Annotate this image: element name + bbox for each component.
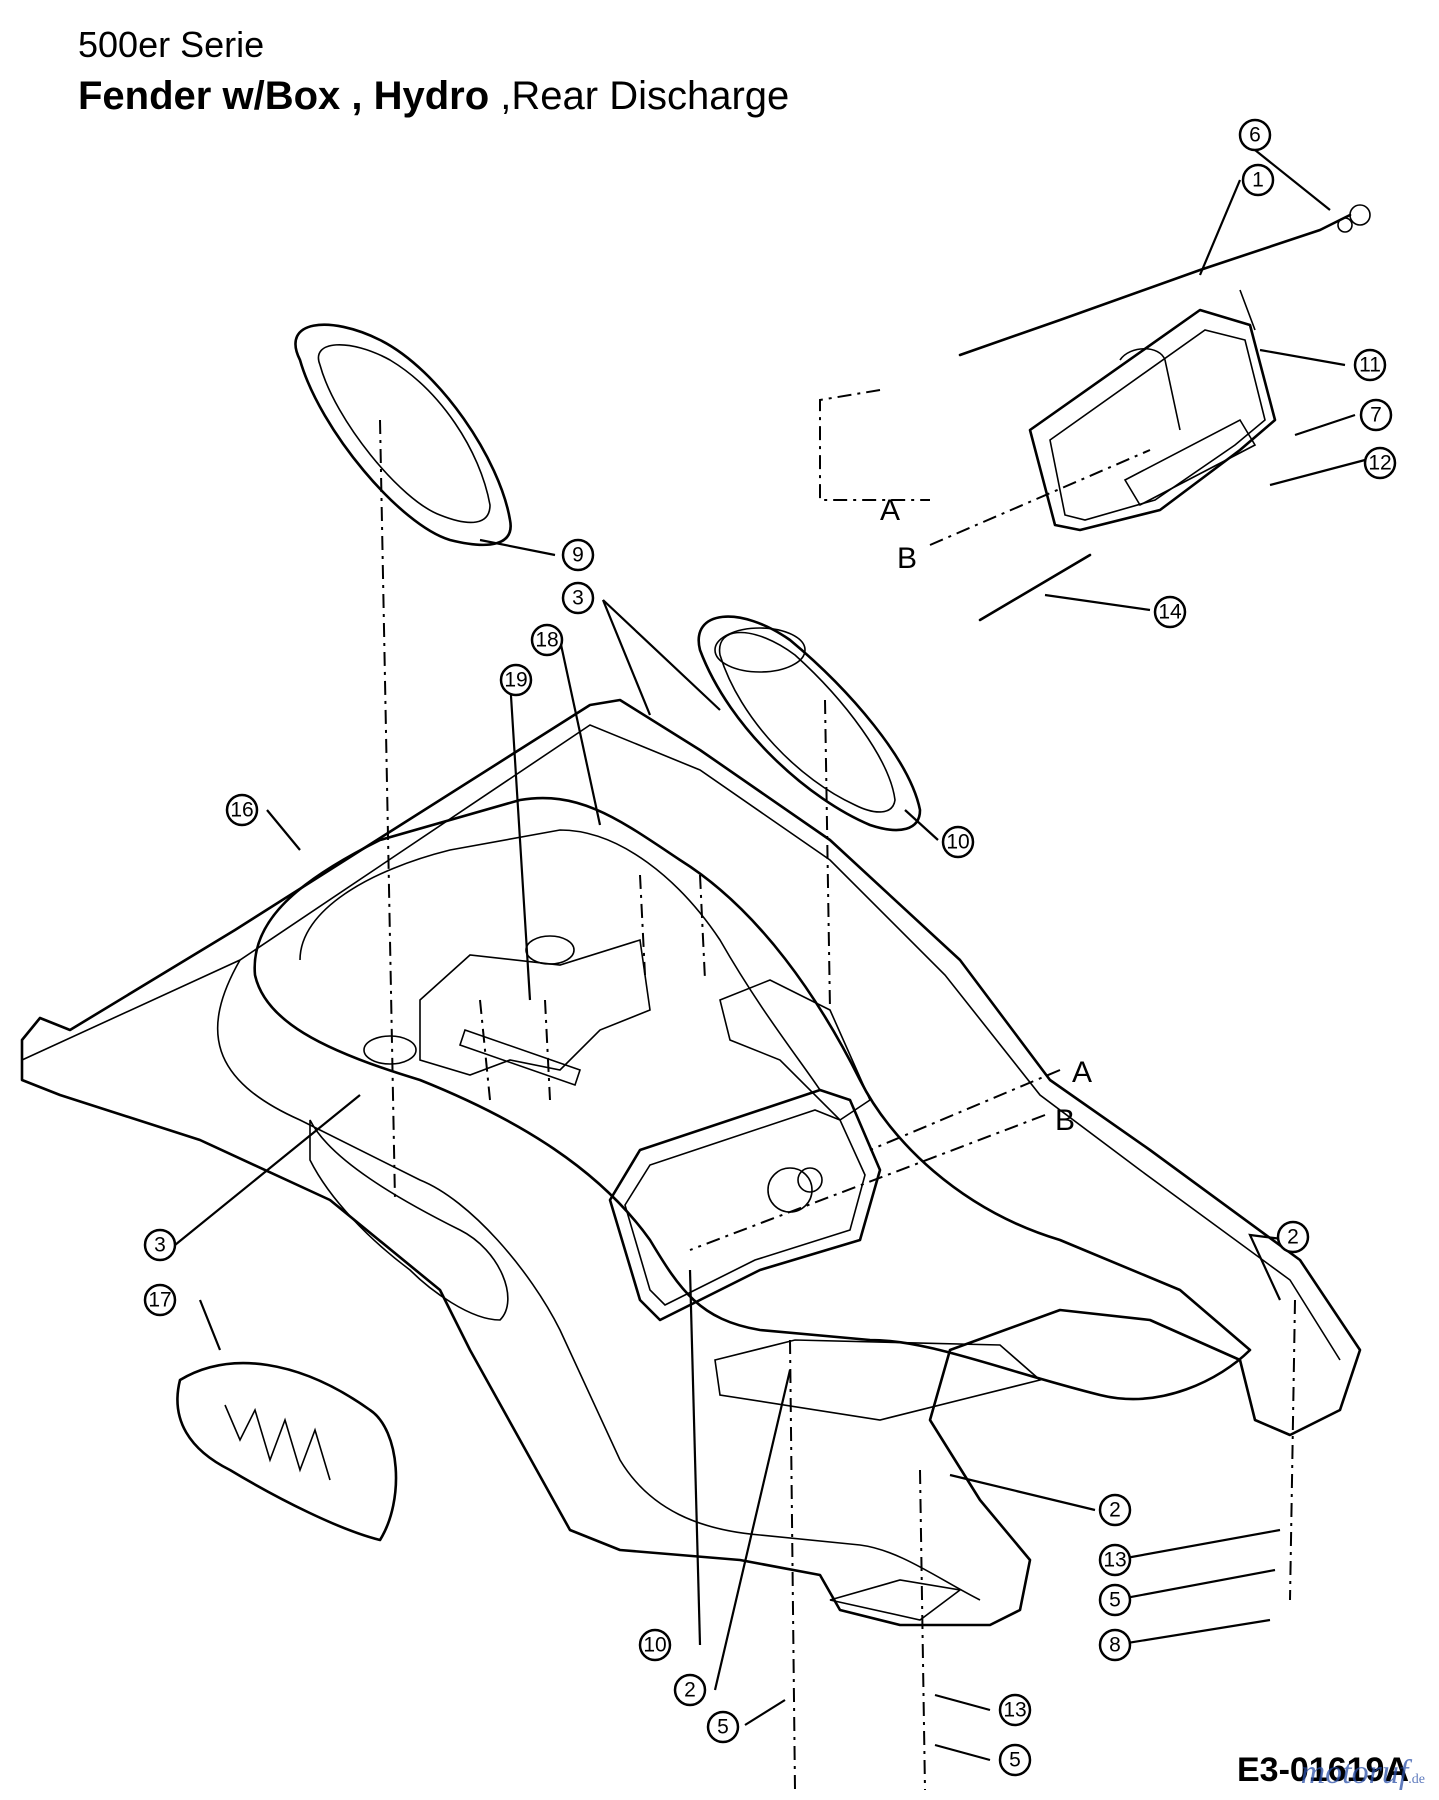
svg-text:3: 3: [572, 587, 584, 610]
svg-text:16: 16: [230, 799, 253, 822]
callout-2-bottom: 2: [673, 1673, 707, 1707]
callout-6: 6: [1238, 118, 1272, 152]
fender-body: [20, 698, 1362, 1627]
title-sub: ,Rear Discharge: [489, 74, 790, 118]
callout-9: 9: [561, 538, 595, 572]
svg-text:12: 12: [1368, 452, 1391, 475]
callout-14-bottom: 13: [998, 1693, 1032, 1727]
ref-b-top: B: [897, 542, 917, 575]
callout-17: 17: [143, 1283, 177, 1317]
ref-b-mid: B: [1055, 1104, 1075, 1137]
callout-19: 19: [499, 663, 533, 697]
callout-3-top: 3: [561, 581, 595, 615]
callout-8: 8: [1098, 1628, 1132, 1662]
svg-text:2: 2: [684, 1679, 696, 1702]
svg-text:2: 2: [1287, 1226, 1299, 1249]
svg-text:14: 14: [1158, 601, 1182, 624]
series-label: 500er Serie: [78, 24, 265, 65]
ref-a-mid: A: [1072, 1056, 1092, 1089]
svg-text:10: 10: [946, 831, 969, 854]
svg-text:5: 5: [717, 1716, 729, 1739]
callout-5-right: 5: [1098, 1583, 1132, 1617]
svg-text:6: 6: [1249, 124, 1261, 147]
diagram-title: Fender w/Box , Hydro ,Rear Discharge: [78, 74, 789, 119]
svg-text:2: 2: [1109, 1499, 1121, 1522]
svg-text:5: 5: [1109, 1589, 1121, 1612]
title-main: Fender w/Box , Hydro: [78, 74, 490, 118]
callout-5-bottom: 5: [706, 1710, 740, 1744]
svg-text:11: 11: [1359, 354, 1381, 377]
assembly-lines: [379, 389, 1296, 1791]
callout-14-right: 13: [1098, 1543, 1132, 1577]
svg-text:1: 1: [1252, 169, 1264, 192]
cover-plate: [176, 1361, 398, 1542]
callout-1: 1: [1241, 163, 1275, 197]
ref-a-top: A: [880, 494, 900, 527]
svg-text:9: 9: [572, 544, 584, 567]
svg-text:18: 18: [535, 629, 558, 652]
right-fender-pad: [697, 615, 922, 832]
svg-text:13: 13: [1103, 1549, 1126, 1572]
leader-lines: [174, 149, 1366, 1762]
svg-text:13: 13: [1003, 1699, 1026, 1722]
drawing-code: E3-01619A: [1236, 1751, 1409, 1789]
svg-text:5: 5: [1009, 1749, 1021, 1772]
svg-text:10: 10: [643, 1634, 666, 1657]
callout-5-bottom-right: 5: [998, 1743, 1032, 1777]
watermark-logo: motoruf.de: [1301, 1754, 1425, 1792]
callout-3-left: 3: [143, 1228, 177, 1262]
reference-letters: A B A B: [880, 494, 1092, 1137]
callout-12: 11: [1353, 348, 1387, 382]
callout-16: 16: [225, 793, 259, 827]
svg-text:3: 3: [154, 1234, 166, 1257]
part-callouts: 1 6 11 7 12 14 9 3 18 19 10 16 3 17 2 2 …: [143, 118, 1397, 1777]
callout-10: 10: [638, 1628, 672, 1662]
left-fender-pad: [294, 323, 512, 547]
callout-13: 12: [1363, 446, 1397, 480]
callout-7: 7: [1359, 398, 1393, 432]
svg-text:19: 19: [504, 669, 527, 692]
callout-2-right: 2: [1276, 1220, 1310, 1254]
watermark-text: motoruf: [1300, 1754, 1409, 1791]
svg-text:8: 8: [1109, 1634, 1121, 1657]
callout-18: 18: [530, 623, 564, 657]
wire-harness: [958, 204, 1371, 357]
rod: [978, 553, 1092, 622]
svg-text:7: 7: [1370, 404, 1382, 427]
watermark-suffix: .de: [1408, 1772, 1425, 1787]
callout-11: 10: [941, 825, 975, 859]
callout-2-mid: 2: [1098, 1493, 1132, 1527]
callout-15: 14: [1153, 595, 1187, 629]
storage-box-lid: [1028, 308, 1277, 532]
svg-text:17: 17: [148, 1289, 171, 1312]
